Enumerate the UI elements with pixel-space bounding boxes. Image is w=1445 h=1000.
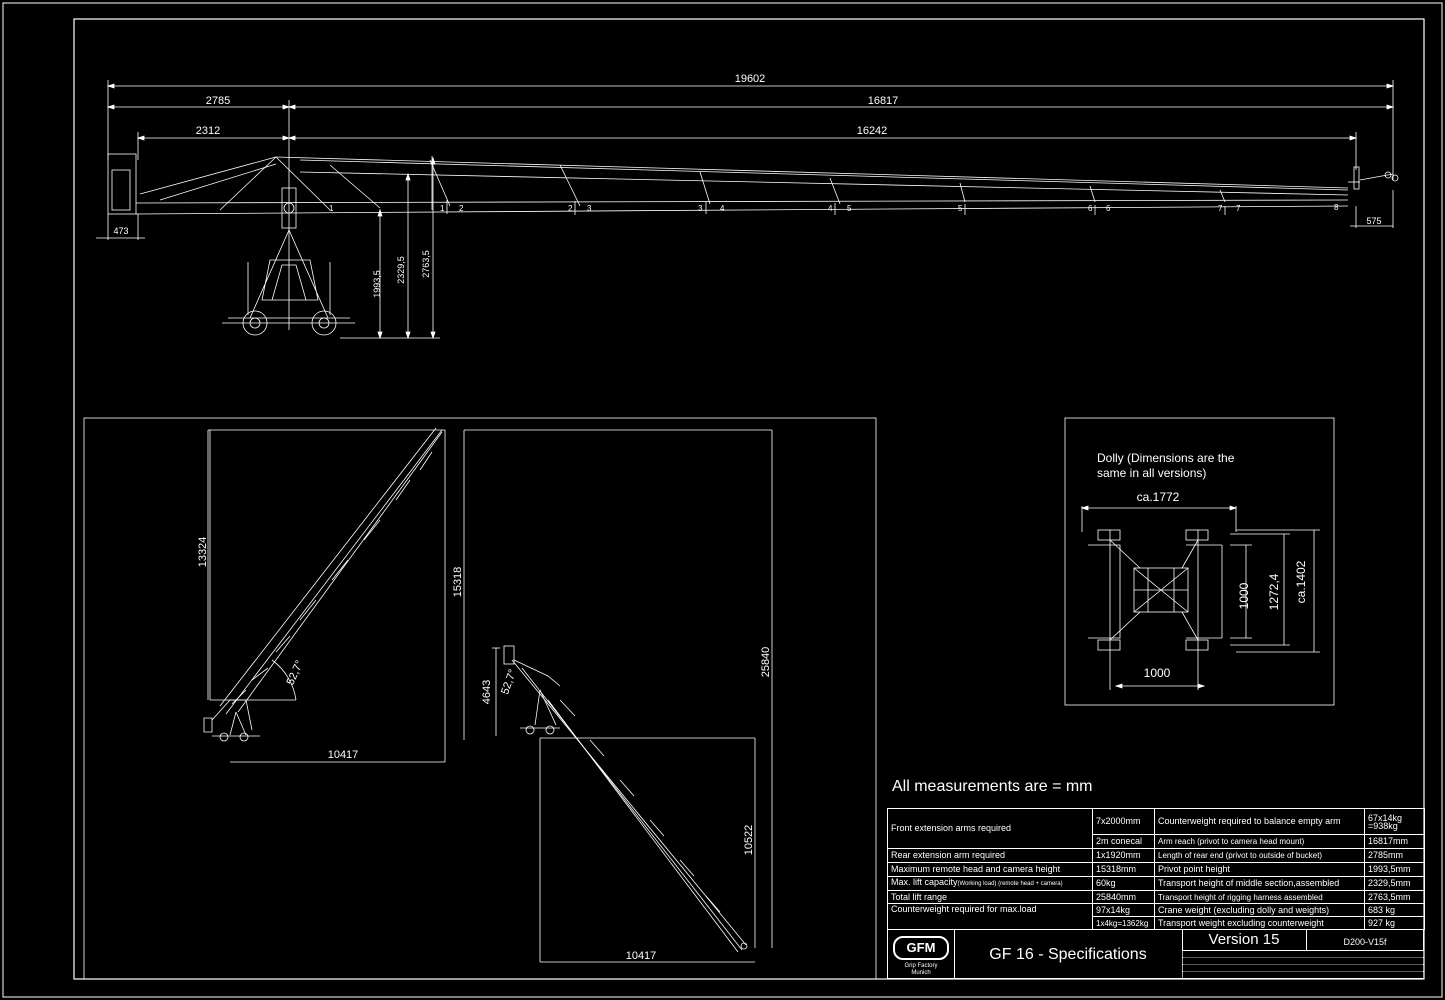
dim-rear-end: 2785 bbox=[206, 95, 230, 107]
section-label: 2 bbox=[459, 204, 464, 213]
spec-value: 927 kg bbox=[1364, 916, 1425, 930]
spec-value: 2m conecal bbox=[1092, 834, 1155, 849]
spec-value: 683 kg bbox=[1364, 903, 1425, 917]
dim-dolly-d3: ca.1402 bbox=[1294, 560, 1308, 603]
spec-value: 97x14kg bbox=[1092, 903, 1155, 917]
spec-label-main: Max. lift capacity bbox=[891, 877, 958, 888]
dim-pivot-height: 1993,5 bbox=[372, 270, 382, 298]
dim-arm-reach: 16817 bbox=[868, 95, 899, 107]
spec-value: 2763,5mm bbox=[1364, 890, 1425, 904]
section-label: 3 bbox=[698, 204, 703, 213]
lift-max-height-view bbox=[203, 427, 465, 763]
dim-overall: 19602 bbox=[735, 73, 766, 85]
dim-lift2-height-b: 25840 bbox=[760, 647, 772, 678]
section-label: 7 bbox=[1218, 204, 1223, 213]
dim-head-offset: 575 bbox=[1366, 216, 1381, 226]
section-label: 6 bbox=[1106, 204, 1111, 213]
section-label: 5 bbox=[958, 204, 963, 213]
dim-lift1-reach: 10417 bbox=[328, 749, 359, 761]
dim-lift1-angle: 52,7° bbox=[285, 659, 306, 687]
crane-side-view bbox=[96, 80, 1399, 340]
dim-lift1-height-b: 15318 bbox=[452, 567, 464, 598]
dim-rear-short: 2312 bbox=[196, 125, 220, 137]
spec-label: Max. lift capacity(Working load) (remote… bbox=[887, 876, 1093, 891]
section-label: 5 bbox=[847, 204, 852, 213]
section-label: 2 bbox=[568, 204, 573, 213]
spec-value: 60kg bbox=[1092, 876, 1155, 891]
spec-value: 2329,5mm bbox=[1364, 876, 1425, 891]
lift-max-labels: 13324 15318 52,7° 10417 bbox=[197, 537, 464, 761]
dim-transport-height: 2329,5 bbox=[396, 256, 406, 284]
dim-lift2-reach: 10417 bbox=[626, 950, 657, 962]
spec-label: Crane weight (excluding dolly and weight… bbox=[1154, 903, 1365, 917]
spec-value-line: =938kg bbox=[1368, 820, 1398, 831]
spec-value-line: 67x14kg bbox=[1368, 812, 1403, 823]
dim-lift2-height-a: 4643 bbox=[481, 680, 493, 704]
section-label: 6 bbox=[1088, 204, 1093, 213]
dim-rigging-height: 2763,5 bbox=[421, 250, 431, 278]
dolly-frame bbox=[1064, 417, 1335, 706]
spec-label: Rear extension arm required bbox=[887, 848, 1093, 863]
spec-label: Transport weight excluding counterweight bbox=[1154, 916, 1365, 930]
gfm-logo-badge: GFM bbox=[893, 936, 949, 960]
section-label: 7 bbox=[1236, 204, 1241, 213]
spec-value: 1993,5mm bbox=[1364, 862, 1425, 877]
dim-lift1-height-a: 13324 bbox=[197, 537, 209, 568]
spec-label: Maximum remote head and camera height bbox=[887, 862, 1093, 877]
dim-dolly-d1: 1000 bbox=[1237, 582, 1251, 609]
lift-min-height-view bbox=[464, 429, 773, 963]
section-label: 4 bbox=[828, 204, 833, 213]
top-dimension-labels: 19602 2785 16817 2312 16242 473 575 1993… bbox=[113, 73, 1381, 298]
section-label: 1 bbox=[329, 204, 334, 213]
spec-label: Counterweight required for max.load bbox=[887, 903, 1093, 930]
spec-value: 1x1920mm bbox=[1092, 848, 1155, 863]
dolly-top-view bbox=[1080, 505, 1320, 690]
dim-lift2-angle: 52,7° bbox=[499, 668, 519, 696]
spec-label: Counterweight required to balance empty … bbox=[1154, 808, 1365, 835]
spec-label: Privot point height bbox=[1154, 862, 1365, 877]
spec-value: 1x4kg=1362kg bbox=[1092, 916, 1155, 930]
spec-label-sub: (Working load) (remote head + camera) bbox=[957, 881, 1063, 887]
spec-value: 15318mm bbox=[1092, 862, 1155, 877]
spec-label: Transport height of rigging harness asse… bbox=[1154, 890, 1365, 904]
spec-value: 16817mm bbox=[1364, 834, 1425, 849]
section-label: 8 bbox=[1334, 203, 1339, 212]
section-label: 3 bbox=[587, 204, 592, 213]
dim-lift2-drop: 10522 bbox=[743, 825, 755, 856]
section-numbers: 1 1 2 2 3 3 4 4 5 5 6 6 7 7 8 bbox=[329, 203, 1339, 213]
spec-label: Front extension arms required bbox=[887, 808, 1093, 849]
spec-value: 25840mm bbox=[1092, 890, 1155, 904]
spec-value: 2785mm bbox=[1364, 848, 1425, 863]
lift-range-frame bbox=[83, 417, 877, 980]
logo-subtitle: Grip Factory bbox=[904, 963, 938, 969]
revision-grid bbox=[1182, 951, 1424, 979]
dolly-labels: Dolly (Dimensions are the same in all ve… bbox=[1097, 451, 1308, 680]
section-label: 1 bbox=[440, 204, 445, 213]
measurement-note: All measurements are = mm bbox=[892, 778, 1093, 795]
logo-subtitle: Munich bbox=[911, 970, 931, 976]
spec-label: Total lift range bbox=[887, 890, 1093, 904]
dim-dolly-track: 1000 bbox=[1144, 666, 1171, 680]
section-label: 4 bbox=[720, 204, 725, 213]
drawing-title: GF 16 - Specifications bbox=[954, 930, 1183, 979]
dolly-title-line1: Dolly (Dimensions are the bbox=[1097, 451, 1235, 465]
gfm-logo: GFM Grip Factory Munich bbox=[888, 930, 955, 979]
spec-value: 7x2000mm bbox=[1092, 808, 1155, 835]
spec-value: 67x14kg=938kg bbox=[1364, 808, 1425, 835]
dolly-title-line2: same in all versions) bbox=[1097, 466, 1206, 480]
spec-label: Length of rear end (privot to outside of… bbox=[1154, 848, 1365, 863]
spec-label: Arm reach (privot to camera head mount) bbox=[1154, 834, 1365, 849]
spec-label: Transport height of middle section,assem… bbox=[1154, 876, 1365, 891]
dim-dolly-width: ca.1772 bbox=[1137, 490, 1180, 504]
title-block: GFM Grip Factory Munich GF 16 - Specific… bbox=[887, 929, 1424, 979]
drawing-number: D200-V15f bbox=[1306, 930, 1424, 951]
dim-dolly-offset: 473 bbox=[113, 226, 128, 236]
dim-front-short: 16242 bbox=[857, 125, 888, 137]
spec-table: Front extension arms required 7x2000mm C… bbox=[887, 808, 1425, 930]
version-label: Version 15 bbox=[1182, 930, 1307, 951]
dim-dolly-d2: 1272,4 bbox=[1267, 573, 1281, 610]
